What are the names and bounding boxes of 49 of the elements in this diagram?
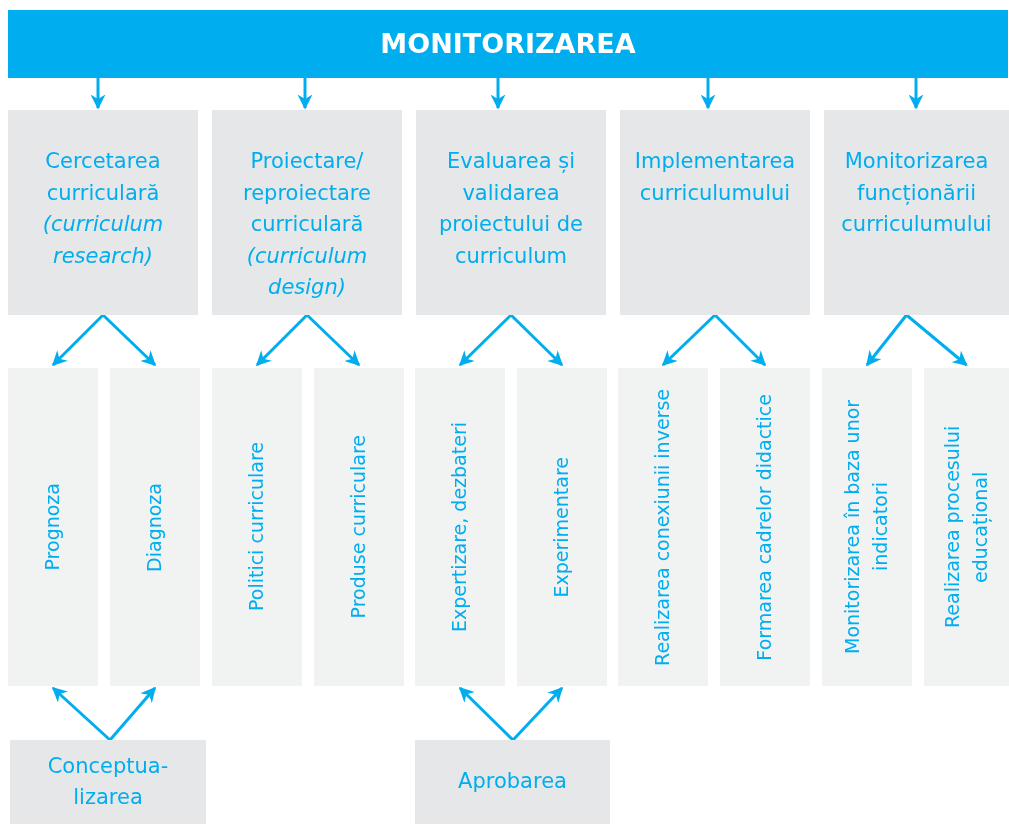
box-label: Evaluarea și validarea proiectului de curriculum — [437, 148, 585, 270]
arrow — [108, 686, 157, 741]
box-label: Cercetarea curriculară (curriculum research) — [41, 148, 165, 270]
arrow — [509, 313, 564, 367]
box-label: Realizarea conexiunii inverse — [650, 388, 675, 666]
arrow — [661, 313, 717, 367]
stage-box — [8, 110, 198, 315]
box-label: Realizarea procesului educațional — [939, 424, 992, 631]
arrow — [297, 78, 313, 110]
arrow — [700, 78, 716, 110]
box-label: Monitorizarea funcționării curriculumului — [840, 148, 993, 238]
stage-box — [415, 740, 610, 824]
box-label: Monitorizarea în baza unor indicatori — [840, 398, 892, 657]
arrow — [90, 78, 106, 110]
arrow — [511, 686, 564, 742]
box-label: Prognoza — [40, 483, 65, 571]
arrow — [490, 78, 506, 110]
activity-box — [517, 368, 607, 686]
arrow — [908, 78, 924, 110]
arrow — [51, 313, 105, 367]
stage-box — [212, 110, 402, 315]
title-banner — [8, 10, 1008, 78]
activity-box — [110, 368, 200, 686]
box-label: Formarea cadrelor didactice — [752, 393, 777, 661]
arrow — [865, 314, 908, 367]
activity-box — [8, 368, 98, 686]
stage-box — [416, 110, 606, 315]
arrow — [255, 313, 309, 367]
box-label: Expertizare, dezbateri — [447, 422, 472, 632]
stage-box — [10, 740, 206, 824]
arrow — [51, 686, 111, 742]
arrow — [905, 313, 968, 367]
arrow — [458, 313, 513, 367]
box-label: Conceptua- lizarea — [46, 752, 170, 811]
box-label: Experimentare — [549, 456, 574, 598]
box-label: Produse curriculare — [346, 435, 371, 619]
arrow — [305, 313, 361, 367]
arrow — [458, 686, 515, 742]
box-label: Politici curriculare — [244, 442, 269, 612]
box-label: Aprobarea — [458, 768, 567, 796]
arrow — [101, 313, 157, 367]
stage-box — [824, 110, 1009, 315]
activity-box — [415, 368, 505, 686]
arrow — [713, 313, 767, 367]
box-label: Implementarea curriculumului — [633, 148, 797, 207]
stage-box — [620, 110, 810, 315]
box-label: Diagnoza — [142, 482, 167, 572]
box-label: Proiectare/ reproiectare curriculară (curriculum design) — [242, 148, 372, 301]
box-label: MONITORIZAREA — [380, 26, 636, 61]
